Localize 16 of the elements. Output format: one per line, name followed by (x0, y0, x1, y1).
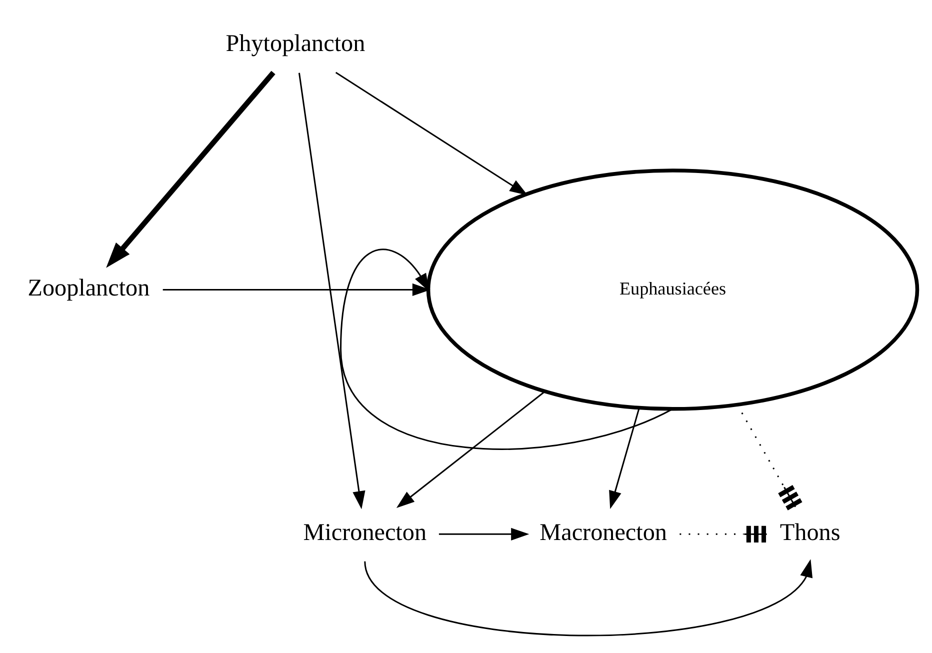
arrow (162, 282, 431, 296)
arrow (335, 71, 528, 195)
node-text: Macronecton (540, 518, 667, 546)
connector (680, 525, 767, 542)
arrow (609, 408, 640, 509)
node-text: Thons (780, 518, 840, 546)
arrow (364, 558, 813, 636)
node-text: Zooplancton (28, 274, 150, 301)
arrow (396, 390, 546, 508)
arrow (106, 70, 276, 268)
arrow (298, 72, 366, 509)
arrow (438, 527, 530, 540)
node-text: Phytoplancton (226, 29, 366, 56)
node-ellipse: Euphausiacées (426, 168, 920, 410)
node-text: Micronecton (303, 518, 427, 546)
connector (736, 404, 802, 510)
